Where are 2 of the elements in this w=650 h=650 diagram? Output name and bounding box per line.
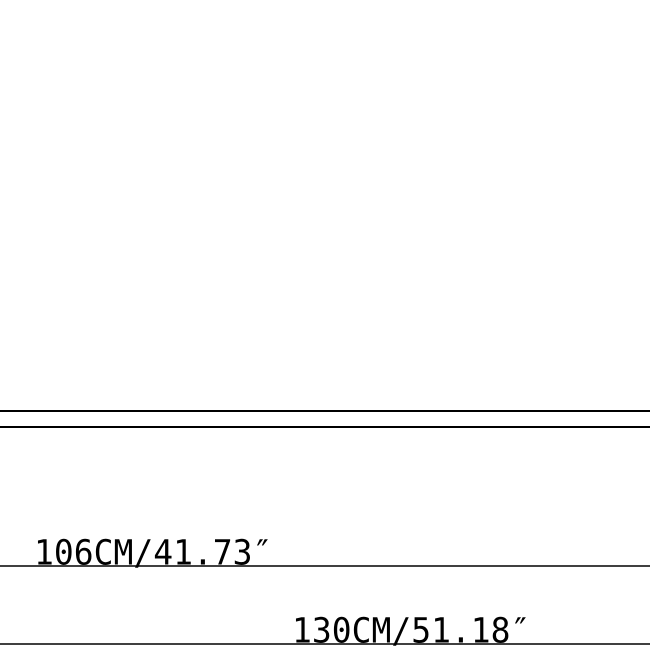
dimension-label: 130CM/51.18″ xyxy=(292,613,530,648)
dimension-label: 106CM/41.73″ xyxy=(34,535,272,570)
